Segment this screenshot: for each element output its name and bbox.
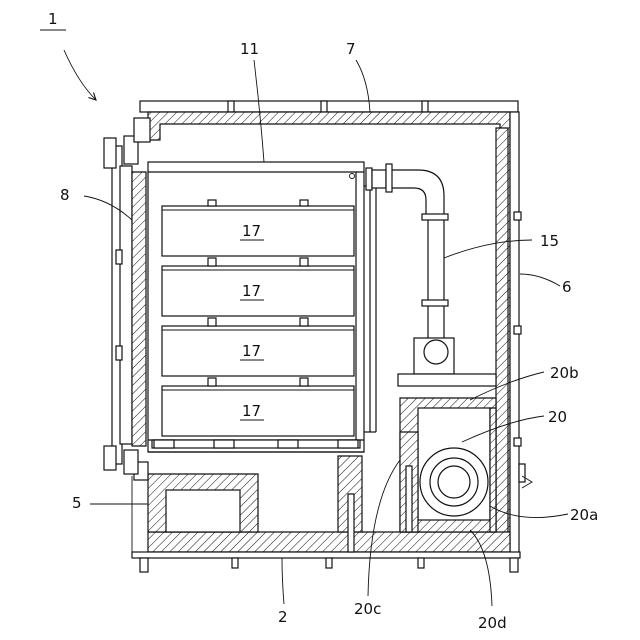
- label-blower-bottom: 20d: [478, 614, 507, 632]
- duct: [366, 164, 454, 374]
- label-blower-box: 20: [548, 408, 567, 426]
- label-blower-top: 20b: [550, 364, 579, 382]
- label-tray-1: 17: [242, 222, 261, 240]
- door: [104, 118, 150, 474]
- label-chamber: 11: [240, 40, 259, 58]
- label-top-wall: 7: [346, 40, 356, 58]
- label-tray-2: 17: [242, 282, 261, 300]
- label-base: 2: [278, 608, 288, 626]
- label-door: 8: [60, 186, 70, 204]
- label-housing: 6: [562, 278, 572, 296]
- label-tray-3: 17: [242, 342, 261, 360]
- label-figure: 1: [48, 10, 58, 28]
- label-left-box: 5: [72, 494, 82, 512]
- label-tray-4: 17: [242, 402, 261, 420]
- left-box: [134, 462, 258, 532]
- label-duct: 15: [540, 232, 559, 250]
- label-blower-side: 20a: [570, 506, 598, 524]
- label-partition: 20c: [354, 600, 381, 618]
